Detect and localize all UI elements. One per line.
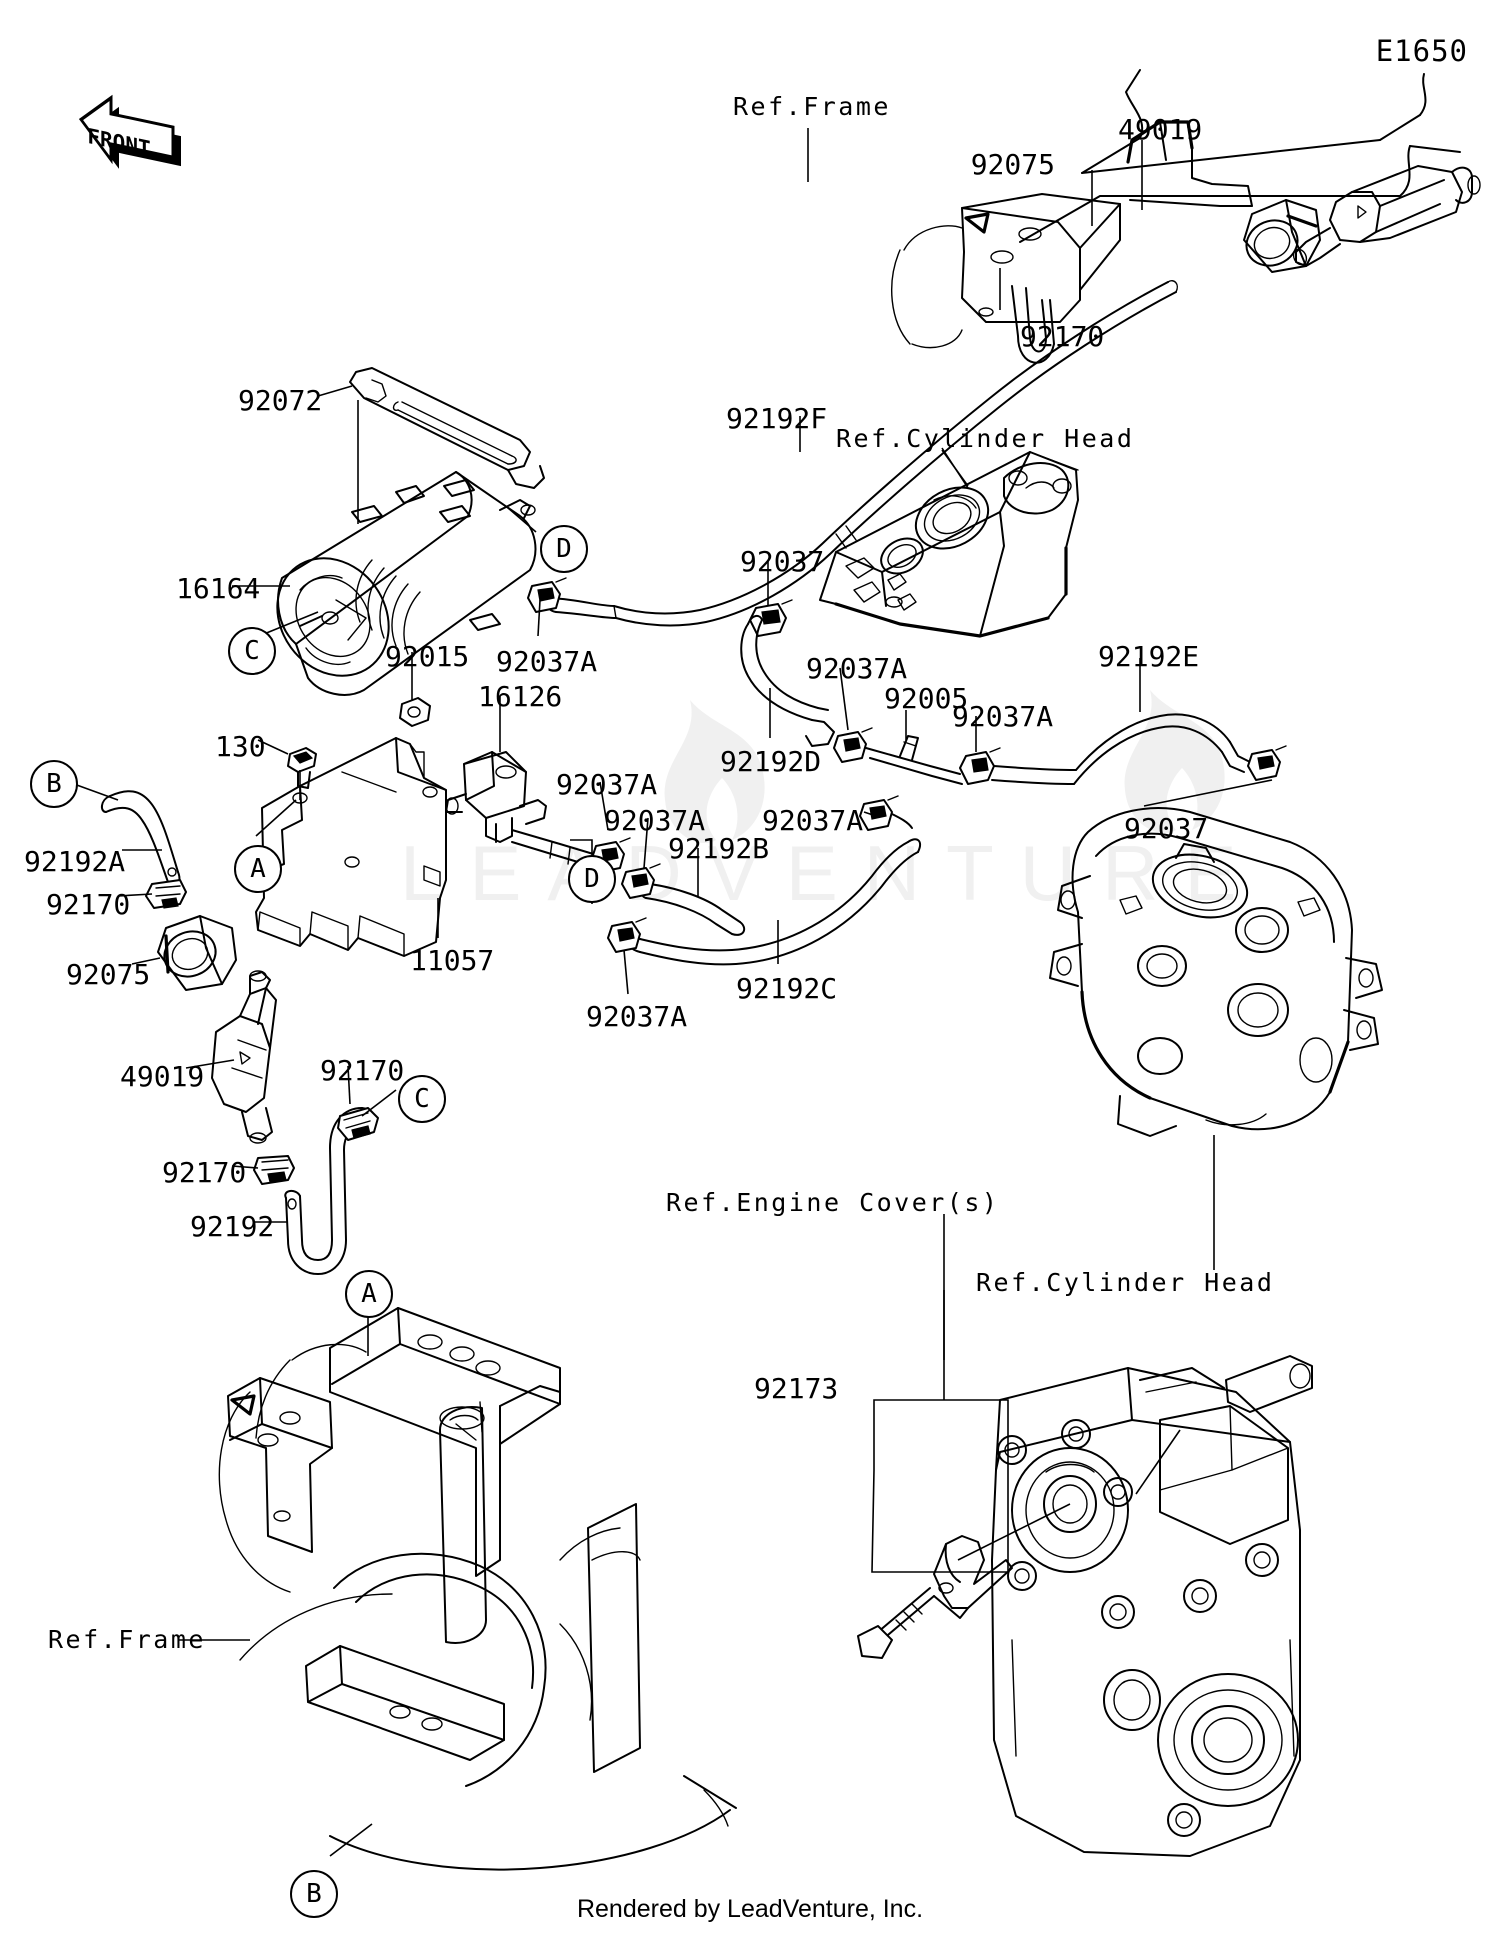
part-label-92037: 92037 [1124,812,1209,845]
part-label-92170: 92170 [162,1156,247,1189]
part-label-92192f: 92192F [726,402,828,435]
part-label-92005: 92005 [884,682,969,715]
part-label-49019: 49019 [120,1060,205,1093]
leader-C1 [264,612,318,634]
leader-92170-l1 [118,894,152,896]
callout-c-1: C [228,627,276,675]
part-label-92192b: 92192B [668,832,770,865]
leader-lines [74,128,1272,1856]
callout-d-0: D [540,525,588,573]
ref-label-frame-top: Ref.Frame [733,92,891,121]
part-label-92170: 92170 [320,1054,405,1087]
callout-b-7: B [290,1870,338,1918]
front-arrow-shape [78,94,175,165]
leader-B [74,784,118,800]
ref-label-engine-covers: Ref.Engine Cover(s) [666,1188,1000,1217]
leader-92170-l3 [232,1166,258,1168]
cylinder-head-bottom [1050,808,1382,1136]
front-direction-badge: FRONT [55,70,185,184]
cylinder-head-top [820,452,1078,636]
callout-b-2: B [30,760,78,808]
part-label-92072: 92072 [238,384,323,417]
leader-92075-l [132,958,160,964]
leader-130 [258,740,288,754]
part-label-92173: 92173 [754,1372,839,1405]
callout-d-4: D [568,855,616,903]
ref-label-cylinder-head-top: Ref.Cylinder Head [836,424,1135,453]
bracket-11057 [256,698,446,956]
part-label-92015: 92015 [385,640,470,673]
diagram-code: E1650 [1375,34,1468,68]
part-label-92075: 92075 [970,148,1055,181]
leader-D1 [508,508,536,532]
part-label-92170: 92170 [1020,320,1105,353]
fuel-filter-top-assembly [1240,166,1480,273]
engine-cover-assembly [858,1356,1312,1856]
part-label-49019: 49019 [1118,113,1203,146]
part-label-92037a: 92037A [762,804,864,837]
part-label-92037a: 92037A [586,1000,688,1033]
callout-a-3: A [234,845,282,893]
leader-92072 [318,386,352,396]
part-label-92170: 92170 [46,888,131,921]
part-label-92192d: 92192D [720,745,822,778]
leader-92037A-4 [864,812,876,816]
callout-c-5: C [398,1075,446,1123]
part-label-92192e: 92192E [1098,640,1200,673]
part-label-130: 130 [215,730,266,763]
leader-92170-l2 [348,1066,350,1104]
canister-outlet-hose [528,578,616,618]
leader-ref-cyl-top [942,448,968,488]
hose-92192e [1074,714,1286,784]
leader-D2 [570,840,592,862]
leader-A1 [256,800,296,836]
part-label-92037a: 92037A [556,768,658,801]
leader-92037A-1 [538,600,540,636]
callout-a-6: A [345,1270,393,1318]
ref-label-cylinder-head-bottom: Ref.Cylinder Head [976,1268,1275,1297]
hose-92192b [622,864,744,935]
part-label-92037a: 92037A [952,700,1054,733]
part-label-92037a: 92037A [496,645,598,678]
frame-rail-assembly [892,70,1460,363]
part-label-92192a: 92192A [24,845,126,878]
part-label-11057: 11057 [410,944,495,977]
part-label-16164: 16164 [176,572,261,605]
part-label-92037: 92037 [740,545,825,578]
part-label-92192c: 92192C [736,972,838,1005]
ref-label-frame-bottom: Ref.Frame [48,1625,206,1654]
frame-inset-bottom [219,1308,736,1870]
leader-92037A-7 [624,950,628,994]
leader-92037A-5 [600,782,608,830]
leader-92037A-6 [644,818,648,868]
leader-92037-2 [1144,780,1272,806]
fuel-filter-bottom-assembly [102,791,378,1274]
leader-C2 [362,1090,396,1116]
part-label-92075: 92075 [66,958,151,991]
footer-credit: Rendered by LeadVenture, Inc. [576,1895,924,1923]
hose-92192d-assembly [741,600,1076,784]
leader-49019-l [186,1060,234,1068]
part-label-92192: 92192 [190,1210,275,1243]
leader-92037A-2 [840,668,848,730]
leader-B2 [330,1824,372,1856]
part-label-92037a: 92037A [806,652,908,685]
hose-92192f [614,281,1177,626]
part-label-16126: 16126 [478,680,563,713]
